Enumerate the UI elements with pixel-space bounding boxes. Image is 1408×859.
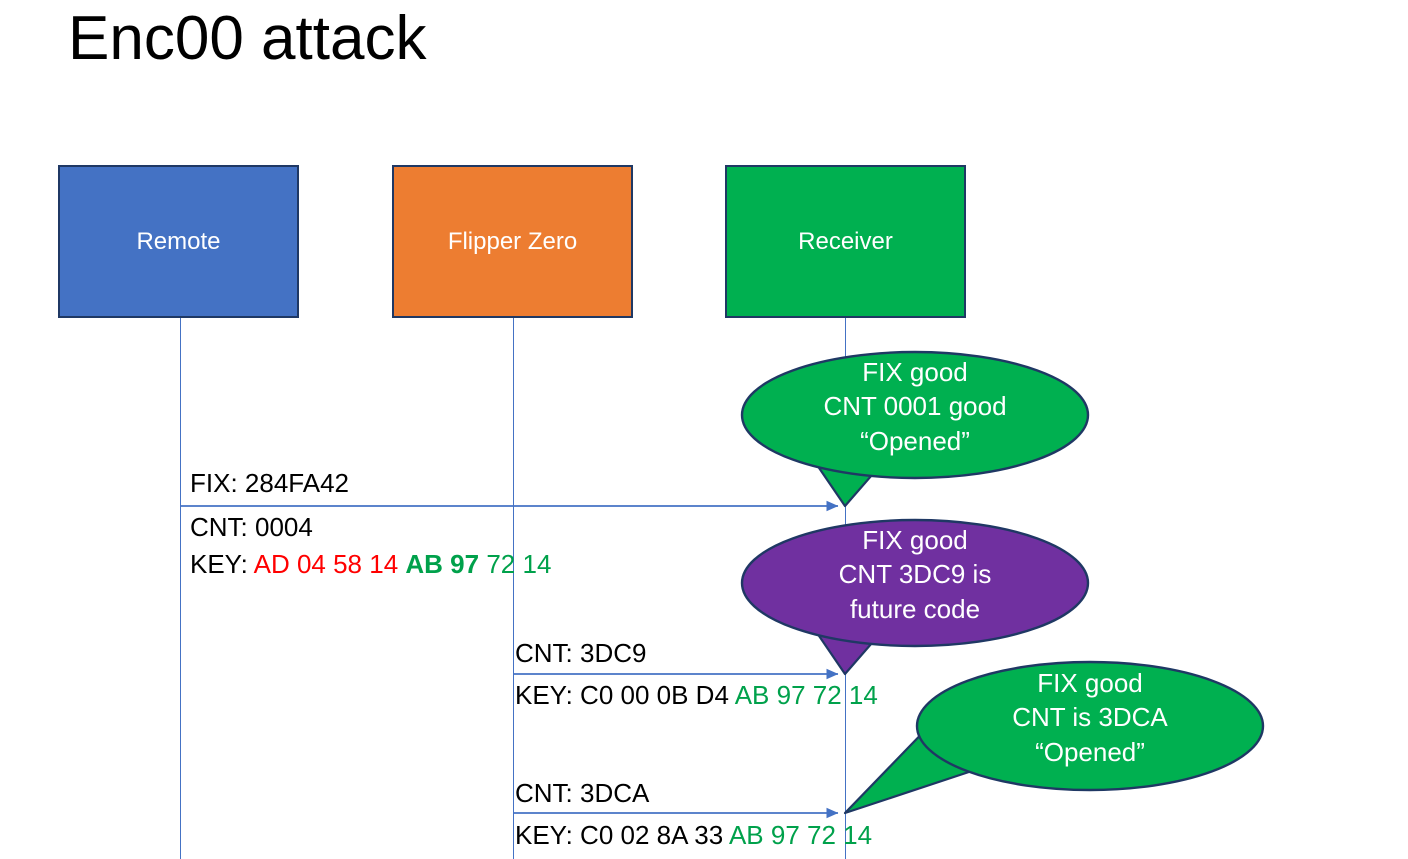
actor-label-remote: Remote [136,227,221,255]
speech-bubble-2-text: FIX good CNT 3DC9 is future code [742,523,1088,626]
bubble-1-line-2: CNT 0001 good [823,391,1007,422]
message-1-cnt: CNT: 0004 [190,512,313,542]
message-3-key: KEY: C0 02 8A 33 AB 97 72 14 [515,820,873,851]
bubble-2-line-3: future code [849,593,981,624]
bubble-3-line-2: CNT is 3DCA [1012,702,1168,733]
message-1-key-green-bold: AB 97 [405,549,480,579]
actor-label-receiver: Receiver [798,227,893,255]
actor-box-flipper: Flipper Zero [392,165,633,318]
bubble-1-line-1: FIX good [862,357,968,387]
speech-bubble-1 [740,350,1090,480]
message-1-key-green: 72 14 [486,549,552,579]
message-3-key-prefix: KEY: C0 02 8A 33 [515,820,729,850]
message-2-key: KEY: C0 00 0B D4 AB 97 72 14 [515,680,878,711]
bubble-2-line-2: CNT 3DC9 is [838,559,992,590]
bubble-2-line-1: FIX good [862,525,968,555]
message-1-fix: FIX: 284FA42 [190,468,349,498]
message-1-key-prefix: KEY: [190,549,254,579]
message-1-key: KEY: AD 04 58 14 AB 97 72 14 [190,549,552,580]
message-3-key-green: AB 97 72 14 [728,820,873,850]
page-title: Enc00 attack [68,4,427,73]
actor-box-receiver: Receiver [725,165,966,318]
bubble-tail-3 [843,718,992,815]
speech-bubble-3-text: FIX good CNT is 3DCA “Opened” [917,666,1263,769]
lifeline-receiver [845,318,846,859]
actor-label-flipper: Flipper Zero [447,227,578,255]
speech-bubble-2 [740,518,1090,648]
bubble-1-line-3: “Opened” [860,425,970,456]
actor-box-remote: Remote [58,165,299,318]
bubble-3-line-1: FIX good [1037,668,1143,698]
bubble-tail-2 [798,603,907,676]
message-1-key-red: AD 04 58 14 [253,549,399,579]
bubble-3-line-3: “Opened” [1035,736,1145,767]
message-2-key-prefix: KEY: C0 00 0B D4 [515,680,735,710]
message-2-cnt: CNT: 3DC9 [515,638,647,668]
message-3-cnt: CNT: 3DCA [515,778,650,808]
message-2-key-green: AB 97 72 14 [734,680,878,710]
lifeline-flipper [513,318,514,859]
speech-bubble-1-text: FIX good CNT 0001 good “Opened” [742,355,1088,458]
speech-bubble-3 [915,660,1265,792]
lifeline-remote [180,318,181,859]
bubble-tail-1 [798,435,907,508]
